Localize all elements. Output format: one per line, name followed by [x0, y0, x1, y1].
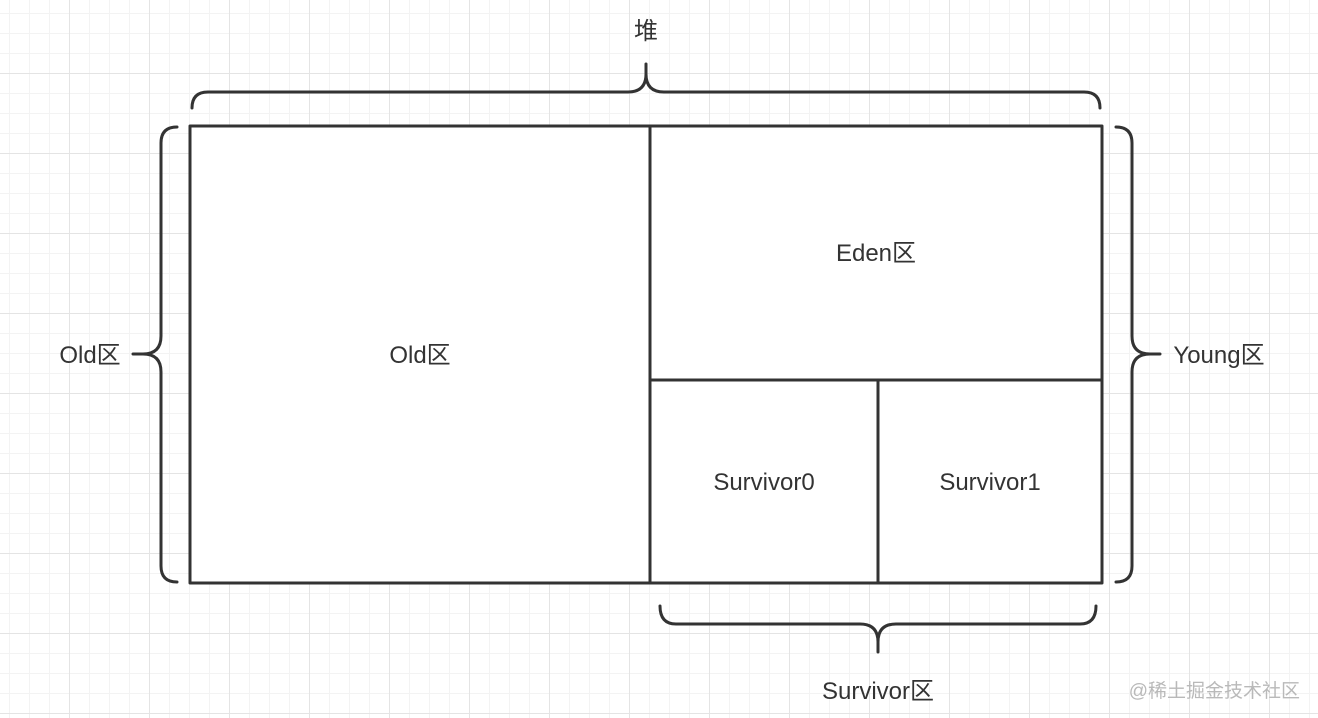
- heap-fill: [190, 126, 1102, 583]
- heap-block: [188, 124, 1104, 585]
- survivor1-region-label: Survivor1: [939, 469, 1041, 496]
- survivor-bracket-label: Survivor区: [821, 678, 935, 705]
- heap-brace: [190, 62, 1102, 110]
- survivor0-region-label: Survivor0: [713, 469, 815, 496]
- old-region-label: Old区: [389, 342, 451, 369]
- young-bracket-label: Young区: [1173, 342, 1265, 369]
- eden-region-label: Eden区: [835, 240, 917, 267]
- old-brace: [131, 125, 179, 584]
- heap-label: 堆: [634, 18, 658, 45]
- watermark-text: @稀土掘金技术社区: [1128, 681, 1300, 702]
- survivor-brace: [658, 604, 1098, 654]
- young-brace: [1114, 125, 1162, 584]
- old-bracket-label: Old区: [59, 342, 121, 369]
